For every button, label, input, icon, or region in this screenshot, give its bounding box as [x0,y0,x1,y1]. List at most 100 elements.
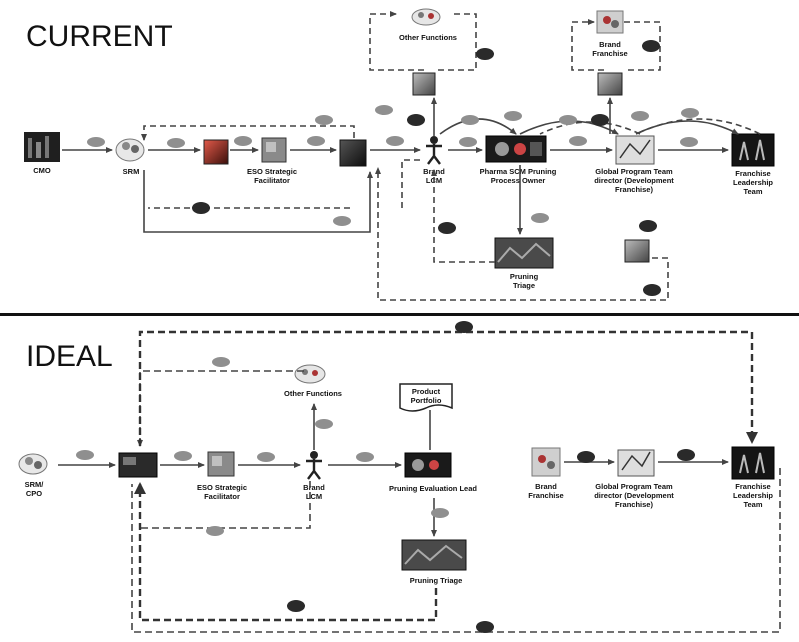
pharma-scm-label-2: Process Owner [491,176,546,185]
cmo-label: CMO [33,166,51,175]
step-badge [287,600,305,612]
ideal-brand-lcm-label-1: Brand [303,483,325,492]
cmo-node: CMO [24,132,60,175]
ideal-other-functions-label: Other Functions [284,389,342,398]
ideal-franchise-lt-label-2: Leadership [733,491,773,500]
ideal-pruning-triage-label: Pruning Triage [410,576,463,585]
pruning-evaluation-icon [405,453,451,477]
franchise-lt-node: Franchise Leadership Team [732,134,774,196]
ideal-gpt-label-3: Franchise) [615,500,653,509]
pruning-triage-icon [495,238,553,268]
ideal-franchise-lt-label-3: Team [743,500,762,509]
ideal-franchise-lt-node: Franchise Leadership Team [732,447,774,509]
ideal-brand-franchise-label-2: Franchise [528,491,563,500]
pruning-eval-label: Pruning Evaluation Lead [389,484,477,493]
step-badge [569,136,587,146]
person-icon [19,454,47,474]
step-badge [431,508,449,518]
eso-label-2: Facilitator [254,176,290,185]
current-section: CURRENT CMO SRM ESO Strategic Facilitato… [24,9,774,300]
step-badge [639,220,657,232]
step-badge [476,48,494,60]
ideal-feedback-lines [132,332,780,632]
step-badge [315,115,333,125]
ideal-other-functions-node: Other Functions [284,365,342,398]
step-badge [681,108,699,118]
srm-cpo-node: SRM/ CPO [19,454,47,498]
pharma-scm-label-1: Pharma SCM Pruning [480,167,557,176]
current-title: CURRENT [26,20,173,53]
gpt-label-1: Global Program Team [595,167,673,176]
step-badge [212,357,230,367]
brand-franchise-node: Brand Franchise [592,11,627,58]
franchise-lt-label-2: Leadership [733,178,773,187]
ideal-gpt-node: Global Program Team director (Developmen… [594,450,674,509]
franchise-lt-label-3: Team [743,187,762,196]
ideal-title: IDEAL [26,340,113,373]
step-badge [455,321,473,333]
step-badge [174,451,192,461]
step-badge [643,284,661,296]
step-badge [476,621,494,633]
person-icon [116,139,144,161]
ideal-franchise-lt-label-1: Franchise [735,482,770,491]
gpt-node: Global Program Team director (Developmen… [594,136,674,194]
step-badge [461,115,479,125]
step-badge [504,111,522,121]
person-figure-icon [310,451,318,459]
leadership-team-icon [732,134,774,166]
ideal-gpt-label-2: director (Development [594,491,674,500]
step-badge [315,419,333,429]
step-badge [577,451,595,463]
brand-franchise-label-1: Brand [599,40,621,49]
current-feedback-lines [144,14,760,300]
red-process-icon [204,140,228,164]
upper-process-icon [598,73,622,95]
dark-process-icon [340,140,366,166]
product-portfolio-label-1: Product [412,387,441,396]
step-badge [356,452,374,462]
pruning-triage-label-1: Pruning [510,272,539,281]
person-figure-icon [430,136,438,144]
lower-process-icon [625,240,649,262]
step-badge [386,136,404,146]
ideal-eso-label-2: Facilitator [204,492,240,501]
people-group-icon [412,9,440,25]
pharma-scm-node: Pharma SCM Pruning Process Owner [480,136,557,185]
ideal-eso-node: ESO Strategic Facilitator [197,452,247,501]
step-badge [234,136,252,146]
ideal-eso-label-1: ESO Strategic [197,483,247,492]
srm-label: SRM [123,167,140,176]
ideal-brand-lcm-label-2: LCM [306,492,322,501]
srm-cpo-label-1: SRM/ [25,480,45,489]
step-badge [257,452,275,462]
product-portfolio-label-2: Portfolio [411,396,442,405]
srm-node: SRM [116,139,144,176]
step-badge [407,114,425,126]
step-badge [459,137,477,147]
section-divider [0,313,799,316]
step-badge [438,222,456,234]
ideal-brand-franchise-node: Brand Franchise [528,448,563,500]
srm-cpo-label-2: CPO [26,489,42,498]
upper-process-icon [413,73,435,95]
pruning-triage-node: Pruning Triage [495,238,553,290]
brand-franchise-label-2: Franchise [592,49,627,58]
gpt-label-3: Franchise) [615,185,653,194]
step-badge [591,114,609,126]
ideal-gpt-label-1: Global Program Team [595,482,673,491]
eso-label-1: ESO Strategic [247,167,297,176]
step-badge [375,105,393,115]
ideal-brand-lcm-node: Brand LCM [303,451,325,501]
step-badge [76,450,94,460]
step-badge [680,137,698,147]
step-badge [87,137,105,147]
people-group-icon [295,365,325,383]
other-functions-label: Other Functions [399,33,457,42]
ideal-pruning-triage-node: Pruning Triage [402,540,466,585]
pruning-eval-node: Pruning Evaluation Lead [389,453,477,493]
leadership-team-icon [732,447,774,479]
product-portfolio-node: Product Portfolio [400,384,452,411]
step-badge [559,115,577,125]
